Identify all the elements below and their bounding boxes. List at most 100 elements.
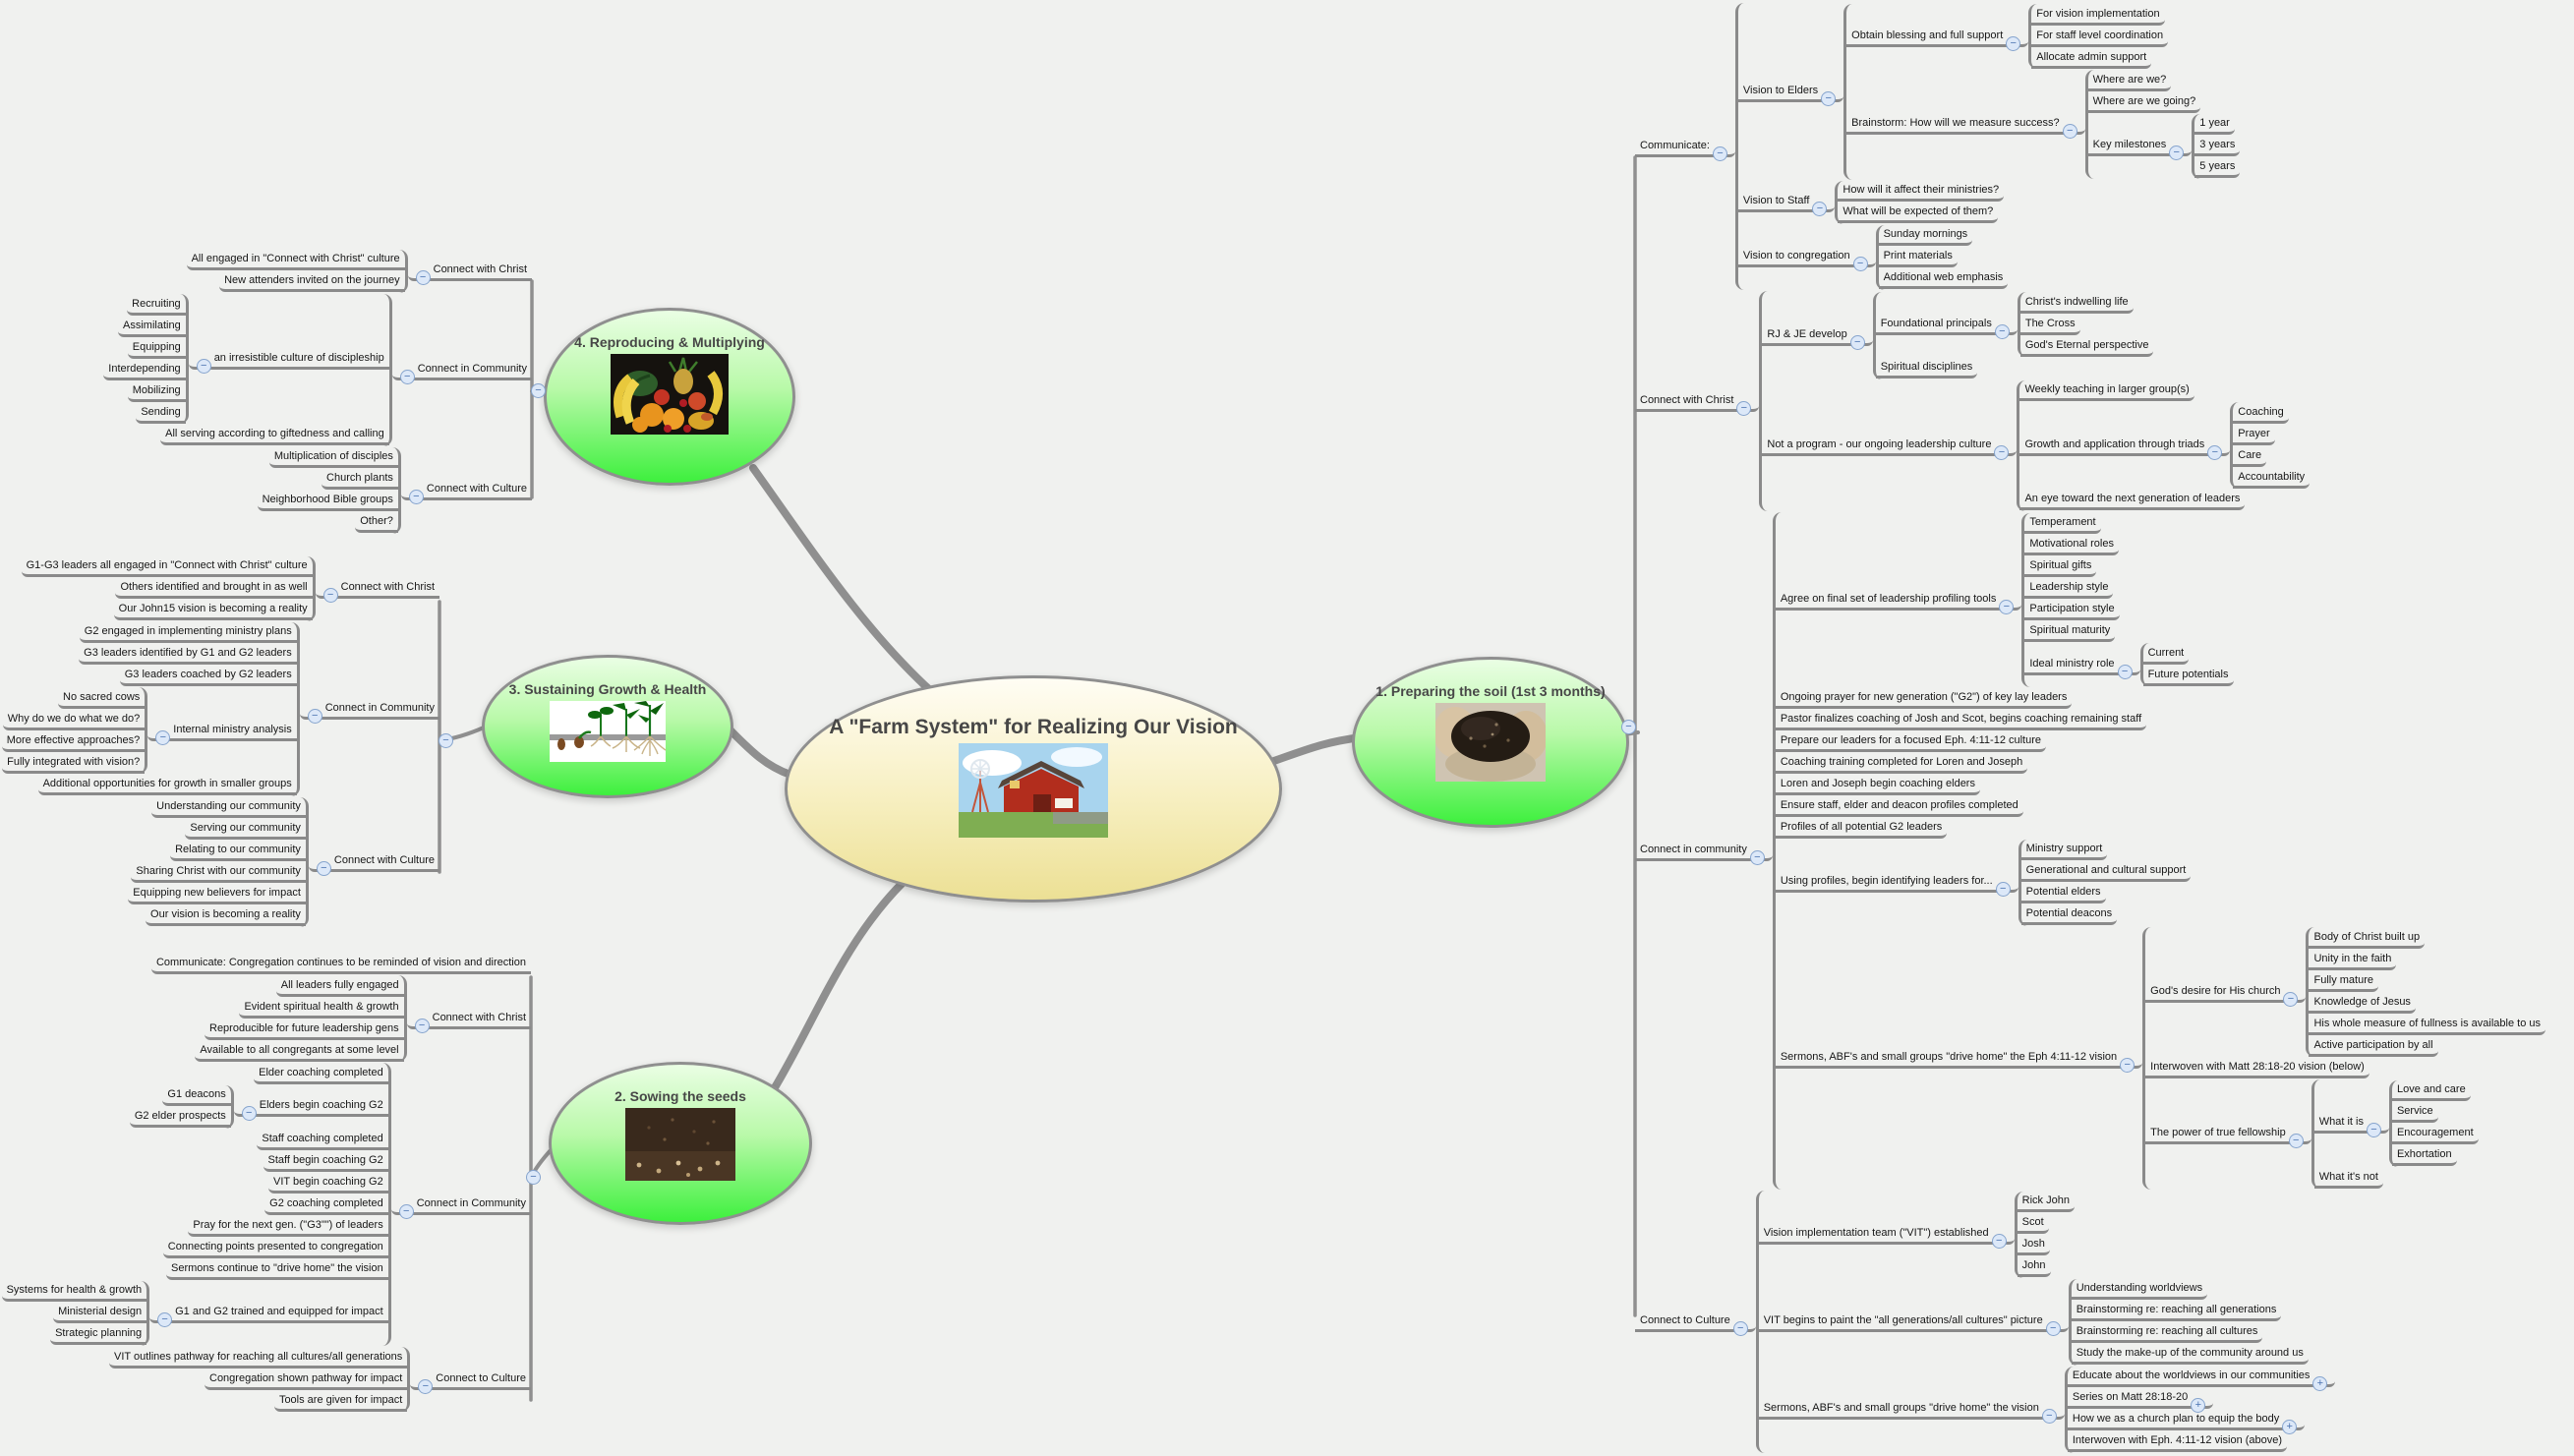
topic[interactable]: Potential deacons [2020, 904, 2118, 925]
topic[interactable]: Connect in community− [1635, 841, 1773, 865]
topic[interactable]: Church plants [322, 469, 398, 490]
topic[interactable]: Our John15 vision is becoming a reality [113, 600, 313, 620]
topic[interactable]: Sunday mornings [1878, 225, 1973, 246]
topic[interactable]: Multiplication of disciples [268, 447, 398, 468]
topic[interactable]: Assimilating [118, 317, 186, 337]
topic[interactable]: John [2017, 1256, 2051, 1277]
collapse-toggle[interactable]: − [1621, 720, 1636, 734]
topic[interactable]: Systems for health & growth [1, 1281, 147, 1302]
topic[interactable]: Love and care [2391, 1080, 2471, 1101]
topic[interactable]: Where are we? [2087, 71, 2172, 91]
topic[interactable]: New attenders invited on the journey [219, 271, 405, 292]
topic[interactable]: All engaged in "Connect with Christ" cul… [186, 250, 405, 270]
topic[interactable]: Sending [136, 403, 186, 424]
topic[interactable]: −Connect with Christ [406, 1009, 531, 1033]
topic[interactable]: Josh [2017, 1235, 2050, 1255]
topic[interactable]: Ministry support [2020, 840, 2108, 860]
collapse-toggle[interactable]: − [2283, 991, 2299, 1007]
topic[interactable]: Spiritual gifts [2024, 556, 2097, 577]
topic[interactable]: VIT outlines pathway for reaching all cu… [108, 1348, 408, 1369]
topic[interactable]: Christ's indwelling life [2019, 293, 2134, 314]
topic[interactable]: God's Eternal perspective [2019, 336, 2154, 357]
topic[interactable]: Equipping new believers for impact [128, 884, 306, 904]
collapse-toggle[interactable]: − [307, 708, 322, 724]
topic[interactable]: Ongoing prayer for new generation ("G2")… [1775, 688, 2073, 709]
collapse-toggle[interactable]: − [408, 490, 424, 504]
collapse-toggle[interactable]: − [2062, 124, 2077, 139]
topic[interactable]: Rick John [2017, 1192, 2075, 1212]
collapse-toggle[interactable]: − [1994, 444, 2010, 460]
topic[interactable]: Staff begin coaching G2 [263, 1151, 388, 1172]
topic[interactable]: Print materials [1878, 247, 1958, 267]
topic[interactable]: G3 leaders coached by G2 leaders [119, 666, 297, 686]
topic[interactable]: G2 coaching completed [264, 1194, 388, 1215]
topic[interactable]: Mobilizing [127, 381, 186, 402]
topic[interactable]: Neighborhood Bible groups [257, 491, 398, 511]
topic[interactable]: What it is− [2313, 1113, 2389, 1137]
topic[interactable]: Where are we going? [2087, 92, 2201, 113]
topic[interactable]: 1 year [2194, 114, 2235, 135]
collapse-toggle[interactable]: − [1812, 202, 1828, 216]
topic[interactable]: Brainstorming re: reaching all generatio… [2071, 1301, 2282, 1321]
topic[interactable]: Strategic planning [50, 1324, 147, 1345]
branch-oval-sowing-the-seeds[interactable]: 2. Sowing the seeds [549, 1062, 812, 1225]
expand-toggle[interactable]: + [2312, 1376, 2328, 1391]
expand-toggle[interactable]: + [2282, 1420, 2298, 1434]
collapse-toggle[interactable]: − [2366, 1123, 2381, 1137]
topic[interactable]: Vision to congregation− [1737, 247, 1876, 271]
collapse-toggle[interactable]: − [2120, 1057, 2135, 1073]
collapse-toggle[interactable]: − [418, 1378, 434, 1394]
topic[interactable]: Weekly teaching in larger group(s) [2019, 380, 2194, 401]
collapse-toggle[interactable]: − [1732, 1321, 1748, 1336]
topic[interactable]: Available to all congregants at some lev… [195, 1041, 404, 1062]
topic[interactable]: Sermons continue to "drive home" the vis… [166, 1259, 388, 1280]
topic[interactable]: Not a program - our ongoing leadership c… [1762, 436, 2018, 460]
topic[interactable]: Congregation shown pathway for impact [205, 1369, 408, 1390]
collapse-toggle[interactable]: − [1821, 90, 1837, 106]
topic[interactable]: Participation style [2024, 600, 2120, 620]
topic[interactable]: −Connect in Community [299, 699, 439, 724]
collapse-toggle[interactable]: − [2041, 1409, 2057, 1424]
topic[interactable]: Using profiles, begin identifying leader… [1775, 872, 2018, 897]
collapse-toggle[interactable]: − [415, 270, 431, 285]
collapse-toggle[interactable]: − [2288, 1134, 2304, 1148]
collapse-toggle[interactable]: − [196, 358, 211, 374]
topic[interactable]: Body of Christ built up [2309, 928, 2426, 949]
collapse-toggle[interactable]: − [1995, 882, 2011, 897]
topic[interactable]: 5 years [2194, 157, 2241, 178]
collapse-toggle[interactable]: − [322, 588, 338, 603]
collapse-toggle[interactable]: − [316, 861, 331, 876]
topic[interactable]: Service [2391, 1102, 2438, 1123]
topic[interactable]: Fully integrated with vision? [2, 753, 146, 774]
topic[interactable]: Growth and application through triads− [2019, 436, 2231, 460]
topic[interactable]: Vision implementation team ("VIT") estab… [1758, 1224, 2015, 1249]
topic[interactable]: How we as a church plan to equip the bod… [2067, 1410, 2306, 1434]
topic[interactable]: Sharing Christ with our community [131, 862, 306, 883]
topic[interactable]: Series on Matt 28:18-20+ [2067, 1388, 2214, 1413]
topic[interactable]: Serving our community [185, 819, 306, 840]
expand-toggle[interactable]: + [2191, 1398, 2206, 1413]
topic[interactable]: All leaders fully engaged [275, 976, 404, 997]
topic[interactable]: Accountability [2233, 468, 2311, 489]
topic[interactable]: For staff level coordination [2031, 27, 2169, 47]
topic[interactable]: Sermons, ABF's and small groups "drive h… [1758, 1399, 2065, 1424]
topic[interactable]: Vision to Staff− [1737, 192, 1836, 216]
collapse-toggle[interactable]: − [526, 1170, 541, 1185]
topic[interactable]: Coaching [2233, 403, 2289, 424]
topic[interactable]: Why do we do what we do? [2, 710, 146, 730]
topic[interactable]: G2 engaged in implementing ministry plan… [79, 622, 297, 643]
topic[interactable]: The Cross [2019, 315, 2080, 335]
topic[interactable]: Agree on final set of leadership profili… [1775, 590, 2022, 614]
topic[interactable]: For vision implementation [2031, 5, 2165, 26]
topic[interactable]: Connect with Christ− [1635, 391, 1760, 416]
topic[interactable]: An eye toward the next generation of lea… [2019, 490, 2246, 510]
collapse-toggle[interactable]: − [1991, 1234, 2007, 1249]
topic[interactable]: Understanding worldviews [2071, 1279, 2208, 1300]
topic[interactable]: Reproducible for future leadership gens [205, 1019, 404, 1040]
topic[interactable]: RJ & JE develop− [1762, 325, 1873, 350]
topic[interactable]: Ensure staff, elder and deacon profiles … [1775, 796, 2023, 817]
collapse-toggle[interactable]: − [439, 733, 453, 748]
topic[interactable]: Key milestones− [2087, 136, 2193, 160]
topic[interactable]: −Connect with Christ [407, 261, 532, 285]
topic[interactable]: Fully mature [2309, 971, 2379, 992]
